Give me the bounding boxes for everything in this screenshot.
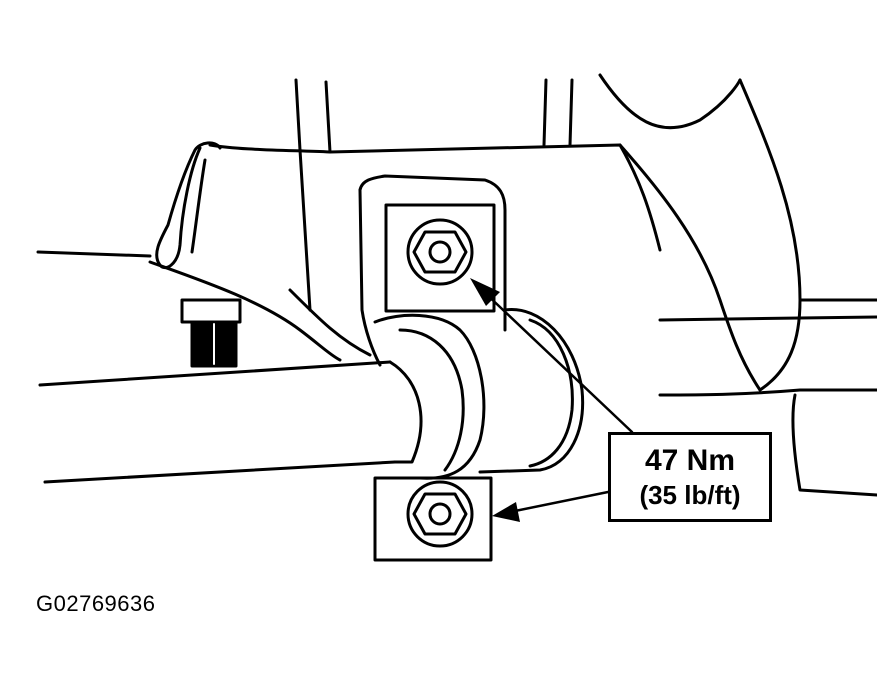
bracket-side-left [358,188,382,367]
rear-lower-line [658,388,877,397]
bushing-right-inner [528,318,574,468]
stabilizer-bar-bottom [43,460,397,484]
frame-vertical-far [568,78,574,147]
lower-bolt-washer [406,480,474,548]
torque-callout: 47 Nm (35 lb/ft) [608,432,772,522]
crossmember-line [36,250,152,258]
upper-bolt-washer [406,218,474,286]
bracket-outline [358,174,507,332]
figure-id: G02769636 [36,591,156,616]
frame-top-curve [598,73,742,130]
bushing-right [478,308,585,474]
stabilizer-bar-top [38,360,392,387]
mounting-ear [155,141,222,270]
frame-vertical-right [542,78,548,147]
subframe-body-outline [208,143,662,252]
bracket-upper-plate [384,203,496,313]
upper-bolt-center [428,240,452,264]
bushing-inner [398,328,465,472]
frame-inner-curve [618,143,762,392]
leader-line-lower [508,490,610,514]
mounting-ear-inner [190,158,207,254]
rear-block [791,393,877,497]
frame-right-edge [738,78,802,392]
arrowhead-upper [470,278,500,306]
torque-nm-label: 47 Nm [644,444,736,477]
subframe-side-line [298,148,312,312]
leader-line-upper [480,288,634,434]
frame-vertical-left [294,78,302,152]
bushing-housing [373,313,486,480]
bracket-lower-plate [373,476,493,562]
subframe-lower-edge [148,260,342,362]
lower-bolt-head [412,492,468,536]
stabilizer-bar-end [388,360,423,464]
frame-vertical-mid [324,80,332,154]
stud-nut [180,298,242,324]
lower-bolt-center [428,502,452,526]
arrowhead-lower [492,502,520,522]
subframe-lower-curve [288,288,372,357]
rear-panel-line [658,315,877,322]
upper-bolt-head [412,230,468,274]
torque-lbft-label: (35 lb/ft) [639,480,741,510]
